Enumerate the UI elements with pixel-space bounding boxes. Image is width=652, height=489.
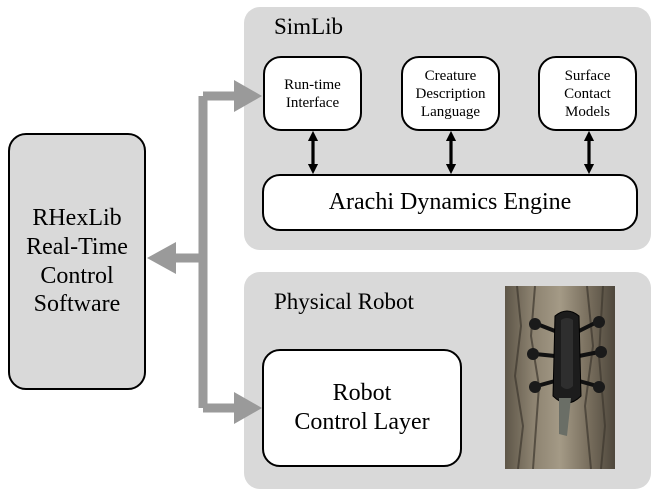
robot-control-layer-box: Robot Control Layer [262,349,462,467]
runtime-interface-box: Run-time Interface [263,56,362,131]
surface-contact-models-box: Surface Contact Models [538,56,637,131]
hexapod-robot-icon [527,310,607,436]
physical-robot-title: Physical Robot [274,289,414,314]
rhexlib-box: RHexLib Real-Time Control Software [8,133,146,390]
bus-arrows [147,80,262,424]
arrow-to-robot-control-layer-icon [234,392,262,424]
robot-control-layer-label: Robot Control Layer [294,380,430,435]
arrow-to-rhexlib-icon [147,242,176,274]
simlib-title: SimLib [274,14,344,39]
arrow-to-runtime-interface-icon [234,80,262,112]
arachi-dynamics-engine-label: Arachi Dynamics Engine [328,189,572,216]
surface-contact-models-label: Surface Contact Models [564,67,611,120]
creature-description-language-label: Creature Description Language [415,67,486,120]
runtime-interface-label: Run-time Interface [284,76,341,111]
rhexlib-label: RHexLib Real-Time Control Software [26,204,128,318]
robot-photo [505,286,615,469]
arachi-dynamics-engine-box: Arachi Dynamics Engine [262,174,638,231]
creature-description-language-box: Creature Description Language [401,56,500,131]
